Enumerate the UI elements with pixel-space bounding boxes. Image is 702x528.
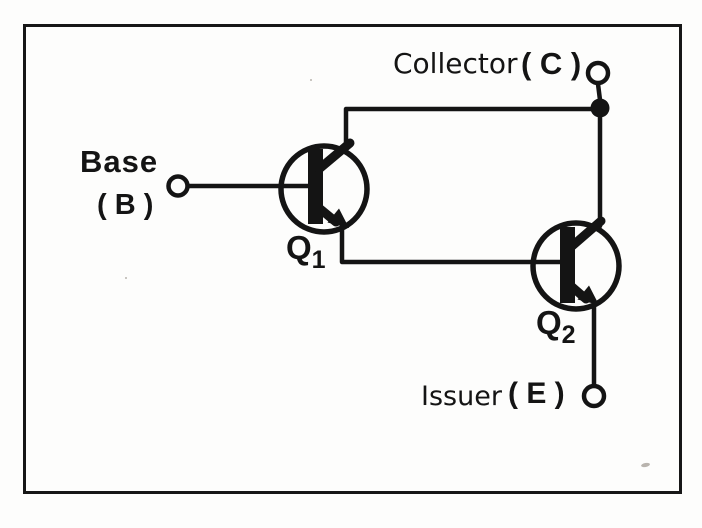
scan-speck <box>125 277 127 279</box>
collector-terminal-wire <box>595 81 603 103</box>
q1-emitter-arrowhead <box>327 208 349 228</box>
q1-subscript: 1 <box>311 246 326 274</box>
q1-npn-transistor-symbol <box>278 138 370 235</box>
collector-terminal-icon <box>585 60 611 86</box>
schematic-frame <box>23 24 682 494</box>
q2-subscript: 2 <box>561 321 576 349</box>
base-terminal-icon <box>166 174 190 198</box>
emitter-label: Issuer <box>421 381 502 412</box>
q1-emitter-to-q2-base-wire <box>339 223 564 265</box>
q1-letter: Q <box>286 229 312 266</box>
base-pin-label: ( B ) <box>97 189 154 221</box>
q2-body-circle <box>530 220 622 312</box>
q2-collector-lead <box>566 216 606 252</box>
q1-body-circle <box>278 143 370 235</box>
collector-label: Collector <box>393 47 518 80</box>
junction-dot-icon <box>590 98 610 118</box>
q1-collector-lead <box>314 138 355 174</box>
q2-letter: Q <box>536 304 562 341</box>
emitter-pin-label: ( E ) <box>508 377 565 410</box>
q1-collector-wire <box>343 106 601 153</box>
q1-label: Q1 <box>286 229 326 273</box>
q2-npn-transistor-symbol <box>530 216 622 312</box>
emitter-terminal-icon <box>581 383 607 409</box>
base-label: Base <box>80 144 159 179</box>
q2-emitter-arrowhead <box>577 285 599 305</box>
q2-label: Q2 <box>536 304 576 348</box>
scan-speck <box>310 79 312 81</box>
collector-pin-label: ( C ) <box>521 46 582 81</box>
